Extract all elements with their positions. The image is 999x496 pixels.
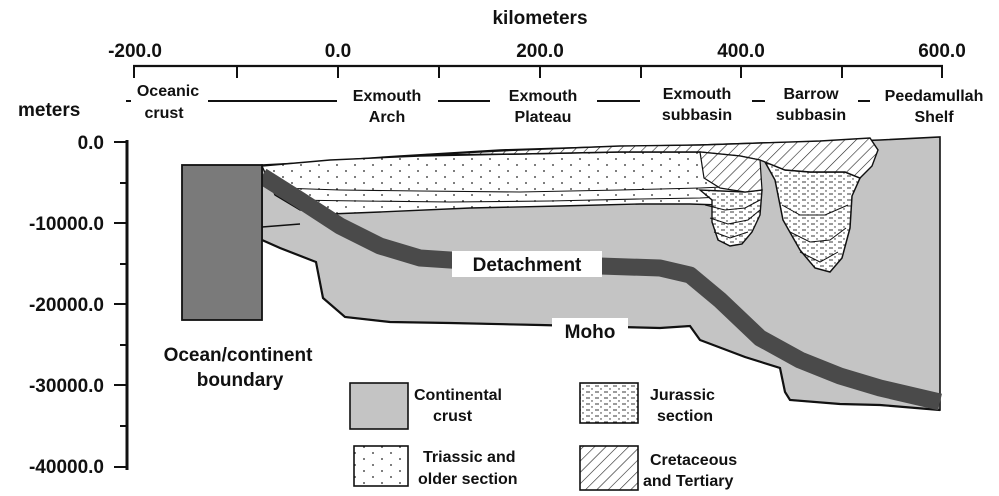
legend-swatch-triassic [354, 446, 408, 486]
region-label-exmouth-plateau-2: Plateau [515, 109, 572, 126]
legend-item-jurassic: Jurassic section [580, 383, 715, 425]
left-axis-tick-label: -20000.0 [29, 295, 104, 316]
region-label-exmouth-subbasin: Exmouth [663, 86, 731, 103]
top-axis-title: kilometers [492, 8, 587, 29]
left-axis-tick-label: -10000.0 [29, 214, 104, 235]
legend-label-2: crust [433, 408, 473, 425]
region-label-barrow-subbasin: Barrow [783, 86, 839, 103]
boundary-label: Ocean/continent [164, 345, 314, 366]
region-label-peedamullah-shelf-2: Shelf [914, 109, 954, 126]
left-axis: meters 0.0 -10000.0 -20000.0 -30000.0 -4… [18, 100, 127, 478]
cross-section: Detachment Moho Ocean/continent boundary [164, 137, 940, 410]
legend-item-continental-crust: Continental crust [350, 383, 502, 429]
legend-label-2: older section [418, 471, 518, 488]
region-label-exmouth-arch-2: Arch [369, 109, 405, 126]
legend: Continental crust Jurassic section Trias… [350, 383, 737, 490]
ocean-continent-boundary-block [182, 165, 262, 320]
boundary-label-2: boundary [197, 370, 284, 391]
legend-swatch-continental-crust [350, 383, 408, 429]
region-label-exmouth-subbasin-2: subbasin [662, 107, 732, 124]
legend-item-cretaceous: Cretaceous and Tertiary [580, 446, 737, 490]
left-axis-ticks [114, 142, 127, 467]
region-label-exmouth-plateau: Exmouth [509, 88, 577, 105]
legend-swatch-cretaceous [580, 446, 638, 490]
top-axis-tick-label: 400.0 [717, 41, 765, 62]
region-label-oceanic-crust-2: crust [144, 105, 184, 122]
top-axis-tick-label: 200.0 [516, 41, 564, 62]
top-axis-ticks [134, 66, 942, 78]
legend-label: Continental [414, 387, 502, 404]
legend-label: Triassic and [423, 449, 516, 466]
moho-label: Moho [565, 322, 616, 343]
left-axis-tick-label: -30000.0 [29, 376, 104, 397]
region-labels: Oceanic crust Exmouth Arch Exmouth Plate… [126, 83, 983, 126]
region-label-peedamullah-shelf: Peedamullah [885, 88, 984, 105]
detachment-label: Detachment [473, 255, 582, 276]
region-label-oceanic-crust: Oceanic [137, 83, 199, 100]
region-label-barrow-subbasin-2: subbasin [776, 107, 846, 124]
legend-label: Cretaceous [650, 452, 737, 469]
top-axis-tick-label: 600.0 [918, 41, 966, 62]
legend-label-2: and Tertiary [643, 473, 734, 490]
left-axis-tick-label: 0.0 [78, 133, 104, 154]
left-axis-tick-label: -40000.0 [29, 457, 104, 478]
top-axis-tick-label: -200.0 [108, 41, 162, 62]
left-axis-title: meters [18, 100, 80, 121]
legend-item-triassic: Triassic and older section [354, 446, 518, 488]
legend-label: Jurassic [650, 387, 715, 404]
top-axis-tick-label: 0.0 [325, 41, 351, 62]
top-axis: kilometers -200.0 0.0 200.0 400.0 600.0 [108, 8, 966, 78]
legend-swatch-jurassic [580, 383, 638, 423]
region-label-exmouth-arch: Exmouth [353, 88, 421, 105]
legend-label-2: section [657, 408, 713, 425]
triassic-section-area [262, 152, 760, 214]
